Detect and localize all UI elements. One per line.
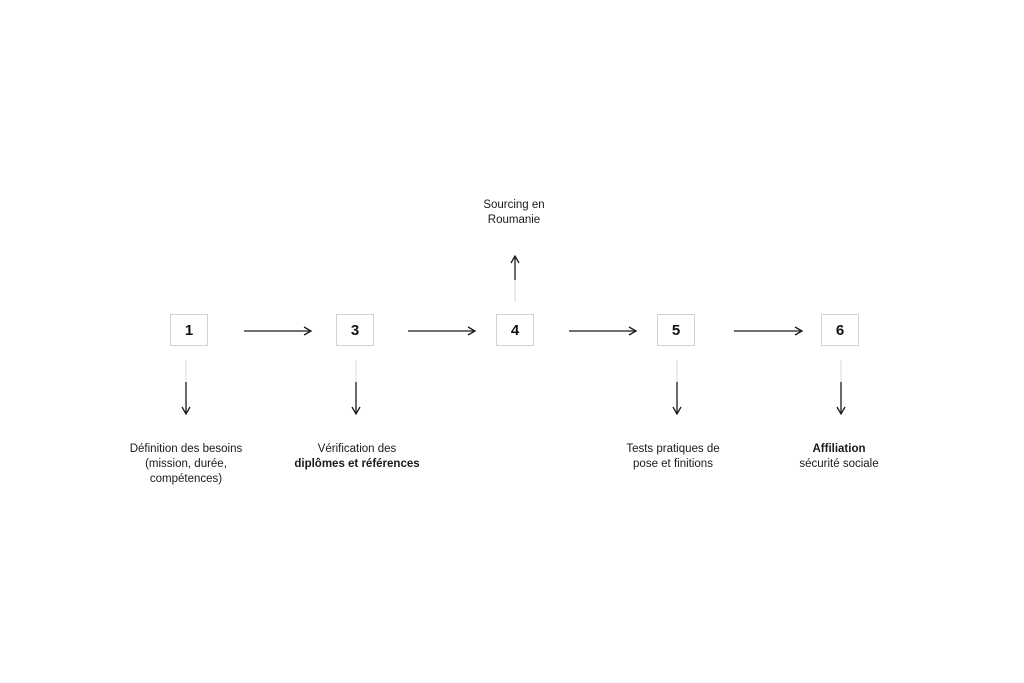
step-label-line: Affiliation <box>812 443 866 455</box>
step-label-line: compétences) <box>149 473 223 485</box>
step-label-line: Vérification des <box>317 443 397 455</box>
step-label-4: Sourcing en Roumanie <box>429 198 599 228</box>
step-label-line: Définition des besoins <box>129 443 243 455</box>
step-label-line: Roumanie <box>487 214 541 226</box>
step-label-line: Sourcing en <box>483 199 545 211</box>
step-label-line: Tests pratiques de <box>626 443 720 455</box>
step-label-5: Tests pratiques de pose et finitions <box>588 442 758 472</box>
step-box-4: 4 <box>496 314 534 346</box>
step-label-3: Vérification des diplômes et références <box>272 442 442 472</box>
step-label-line: pose et finitions <box>633 458 713 470</box>
step-box-1: 1 <box>170 314 208 346</box>
step-label-6: Affiliation sécurité sociale <box>754 442 924 472</box>
step-label-line: sécurité sociale <box>799 458 879 470</box>
step-label-line: (mission, durée, <box>145 458 227 470</box>
step-box-6: 6 <box>821 314 859 346</box>
step-box-5: 5 <box>657 314 695 346</box>
step-label-line: diplômes et références <box>294 458 420 470</box>
step-box-3: 3 <box>336 314 374 346</box>
step-label-1: Définition des besoins (mission, durée, co… <box>101 442 271 487</box>
